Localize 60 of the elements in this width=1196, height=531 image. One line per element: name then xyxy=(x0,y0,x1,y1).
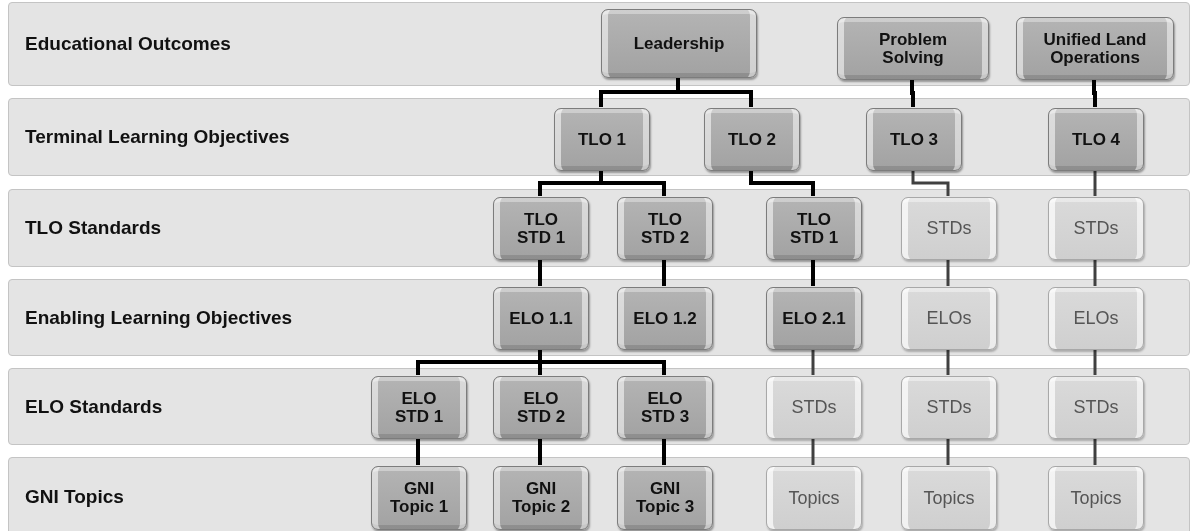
objective-box: TLO 1 xyxy=(554,108,650,171)
objective-box: TLO STD 2 xyxy=(617,197,713,260)
connector-line xyxy=(946,349,950,375)
connector-line xyxy=(811,349,815,375)
level-label: ELO Standards xyxy=(25,395,163,418)
connector-line xyxy=(538,259,542,286)
connector-line xyxy=(811,259,815,286)
objective-box: TLO 4 xyxy=(1048,108,1144,171)
objective-box: ELO 1.1 xyxy=(493,287,589,350)
connector-line xyxy=(946,259,950,286)
level-label: Enabling Learning Objectives xyxy=(25,306,293,329)
connector-line xyxy=(1093,438,1097,465)
objective-box: STDs xyxy=(901,197,997,260)
connector-line xyxy=(946,438,950,465)
connector-line xyxy=(910,79,915,107)
level-band xyxy=(8,98,1190,176)
level-label: GNI Topics xyxy=(25,486,124,508)
objective-box: Problem Solving xyxy=(837,17,989,80)
connector-line xyxy=(911,170,950,196)
objective-box: STDs xyxy=(1048,376,1144,439)
objective-box: GNI Topic 2 xyxy=(493,466,589,530)
connector-line xyxy=(1093,170,1097,196)
objective-box: TLO 3 xyxy=(866,108,962,171)
objective-box: GNI Topic 1 xyxy=(371,466,467,530)
connector-line xyxy=(538,438,542,465)
connector-line xyxy=(1093,259,1097,286)
objective-box: ELOs xyxy=(1048,287,1144,350)
objective-box: Unified Land Operations xyxy=(1016,17,1174,80)
connector-line xyxy=(662,259,666,286)
objective-box: ELO 2.1 xyxy=(766,287,862,350)
objective-box: TLO 2 xyxy=(704,108,800,171)
objective-box: ELO STD 3 xyxy=(617,376,713,439)
objective-box: STDs xyxy=(766,376,862,439)
connector-line xyxy=(1092,79,1097,107)
objective-box: TLO STD 1 xyxy=(493,197,589,260)
objective-box: ELO 1.2 xyxy=(617,287,713,350)
objective-box: STDs xyxy=(901,376,997,439)
level-band xyxy=(8,2,1190,86)
objective-box: ELOs xyxy=(901,287,997,350)
level-label: TLO Standards xyxy=(25,217,162,239)
objective-box: GNI Topic 3 xyxy=(617,466,713,530)
level-band xyxy=(8,457,1190,531)
objective-box: STDs xyxy=(1048,197,1144,260)
objective-box: Topics xyxy=(1048,466,1144,530)
level-band xyxy=(8,368,1190,445)
connector-line xyxy=(811,438,815,465)
objective-box: ELO STD 1 xyxy=(371,376,467,439)
level-label: Educational Outcomes xyxy=(25,33,231,55)
connector-line xyxy=(416,438,420,465)
level-band xyxy=(8,279,1190,356)
objective-box: ELO STD 2 xyxy=(493,376,589,439)
level-band xyxy=(8,189,1190,267)
objective-box: Topics xyxy=(766,466,862,530)
connector-line xyxy=(662,438,666,465)
connector-line xyxy=(749,170,815,196)
objective-box: TLO STD 1 xyxy=(766,197,862,260)
level-label: Terminal Learning Objectives xyxy=(25,126,290,148)
connector-line xyxy=(1093,349,1097,375)
objective-box: Leadership xyxy=(601,9,757,78)
objective-box: Topics xyxy=(901,466,997,530)
